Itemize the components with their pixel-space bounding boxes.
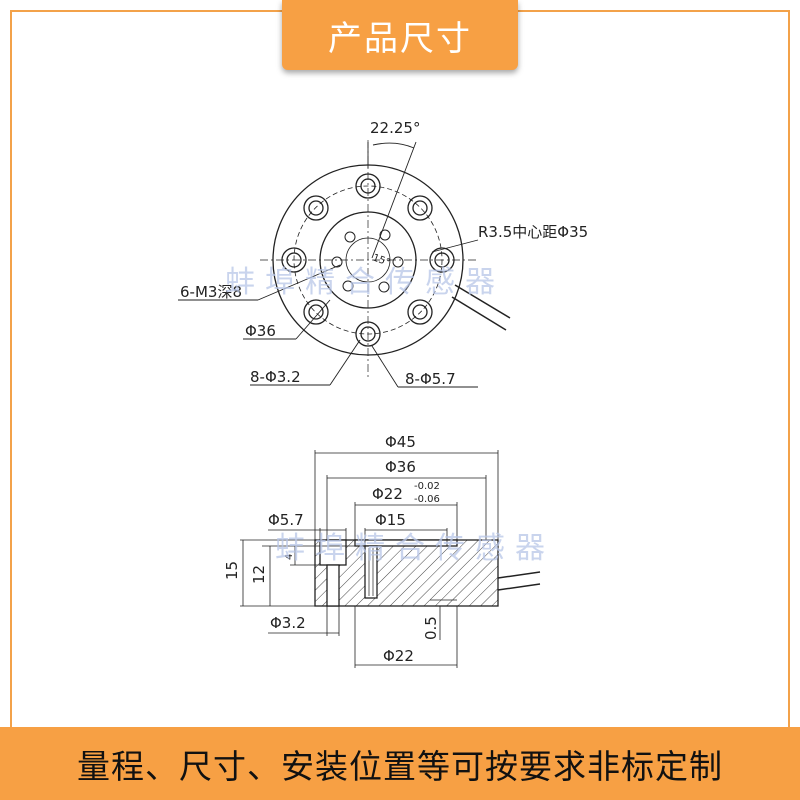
d45-label: Φ45 [385, 433, 416, 451]
h4-label: 4 [284, 554, 295, 560]
hole-large-label: 8-Φ5.7 [405, 370, 456, 388]
h05-label: 0.5 [422, 616, 440, 640]
watermark-top: 蚌埠精合传感器 [225, 265, 505, 300]
watermark-bottom: 蚌埠精合传感器 [275, 531, 555, 566]
threaded-holes [331, 229, 404, 293]
angle-label: 22.25° [370, 119, 420, 137]
d15-label: Φ15 [375, 511, 406, 529]
d32-label: Φ3.2 [270, 614, 306, 632]
pcd-label: R3.5中心距Φ35 [478, 223, 588, 241]
through-hole [326, 564, 340, 607]
h12-label: 12 [250, 565, 268, 584]
tol-lower-label: -0.06 [414, 494, 440, 505]
dia36-label: Φ36 [245, 322, 276, 340]
threads-label: 6-M3深8 [180, 283, 242, 301]
top-view [178, 140, 511, 388]
footer-banner: 量程、尺寸、安装位置等可按要求非标定制 [0, 727, 800, 800]
d22-label: Φ22 [372, 485, 403, 503]
page-title: 产品尺寸 [282, 0, 518, 70]
d36-label: Φ36 [385, 458, 416, 476]
d57-label: Φ5.7 [268, 511, 304, 529]
boss-section [354, 539, 458, 547]
h15-label: 15 [223, 561, 241, 580]
side-view [240, 450, 541, 668]
tol-upper-label: -0.02 [414, 481, 440, 492]
counterbore [319, 539, 347, 566]
thread-hole [364, 545, 378, 599]
d22-bottom-label: Φ22 [383, 647, 414, 665]
hole-small-label: 8-Φ3.2 [250, 368, 301, 386]
